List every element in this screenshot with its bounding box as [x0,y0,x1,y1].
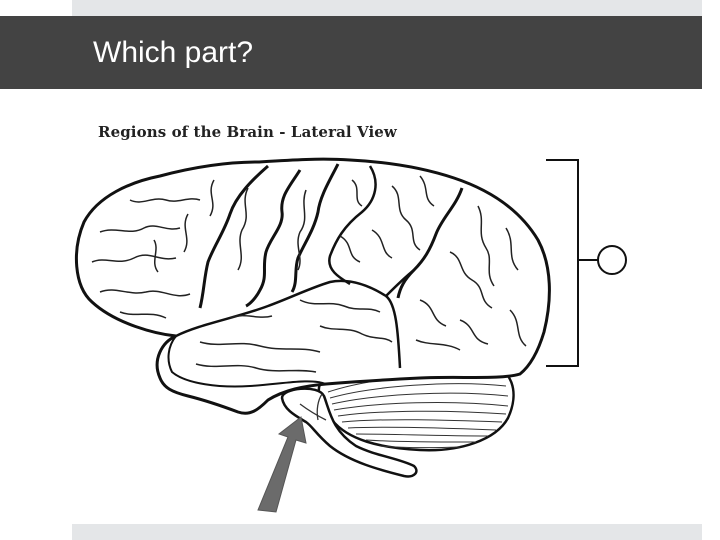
cerebrum-bracket [546,160,626,366]
answer-circle-marker [598,246,626,274]
pointer-arrow [258,417,306,512]
